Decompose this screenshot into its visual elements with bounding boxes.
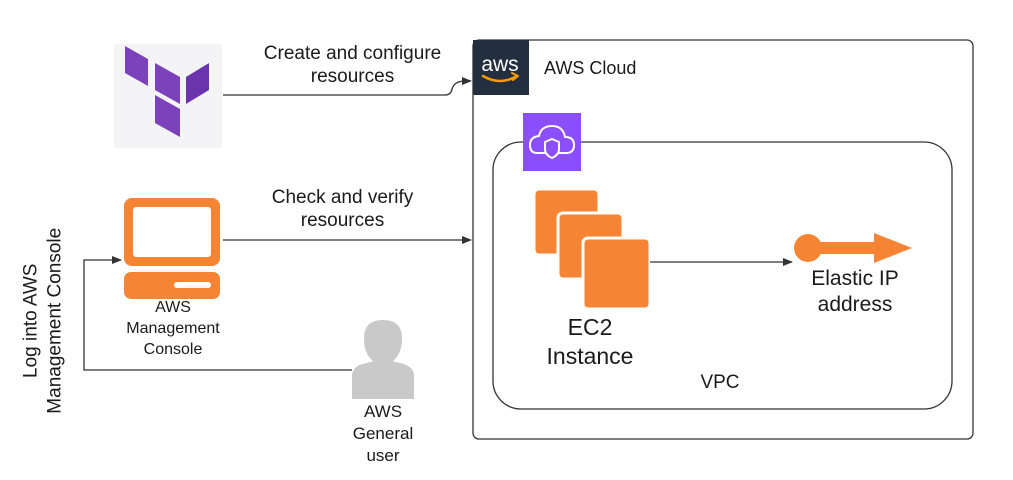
terraform-logo-icon	[114, 44, 222, 148]
elastic-ip-icon	[794, 233, 912, 263]
user-label: AWS General user	[352, 402, 414, 466]
aws-logo-icon: aws	[473, 40, 529, 95]
aws-cloud-label: AWS Cloud	[544, 58, 637, 78]
edge-label-create-configure: Create and configure resources	[263, 43, 442, 87]
vpc-label: VPC	[700, 372, 740, 393]
edge-label-check-verify: Check and verify resources	[271, 187, 414, 231]
edge-label-log-into-console: Log into AWS Management Console	[20, 227, 65, 414]
vpc-group	[492, 141, 953, 410]
vpc-cloud-shield-icon	[523, 113, 581, 171]
eip-label: Elastic IP address	[811, 267, 899, 317]
computer-monitor-icon	[124, 198, 220, 299]
edge-user-to-console	[83, 256, 352, 371]
ec2-instances-icon	[532, 187, 652, 311]
ec2-label: EC2 Instance	[546, 314, 634, 369]
console-label: AWS Management Console	[126, 299, 220, 358]
svg-text:aws: aws	[481, 53, 518, 76]
aws-cloud-group	[472, 39, 974, 440]
edge-terraform-to-aws	[223, 77, 472, 96]
user-silhouette-icon	[352, 320, 414, 399]
